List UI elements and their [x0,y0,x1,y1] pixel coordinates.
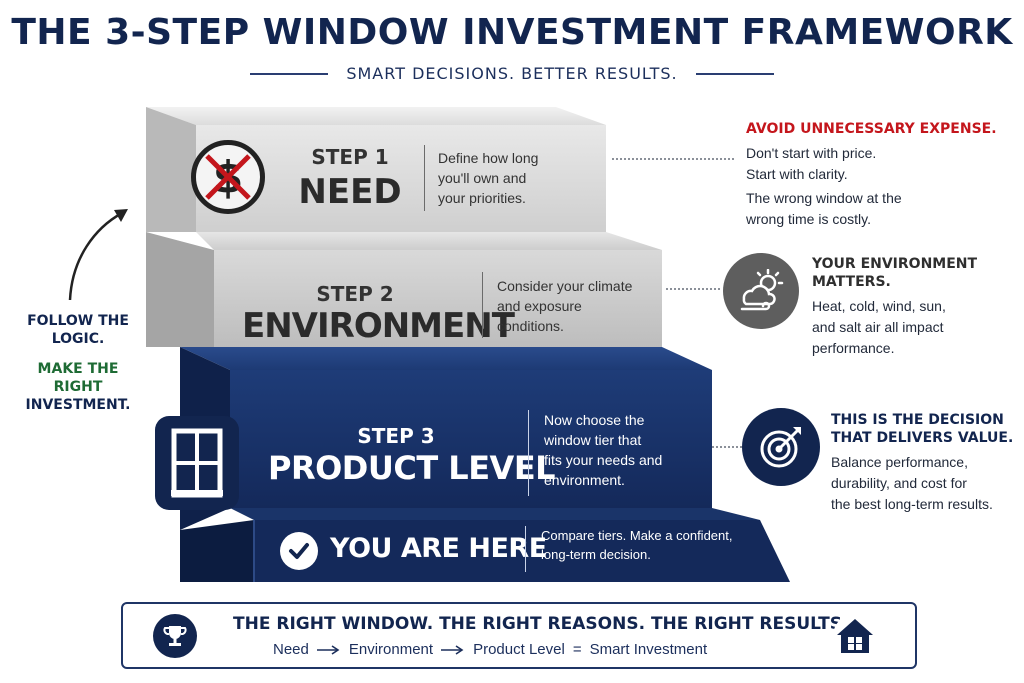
arrow-right-icon [316,644,340,655]
step2-kicker: STEP 2 [316,282,394,306]
flow-product-level: Product Level [473,641,565,658]
window-icon [171,428,223,498]
step1-top-face [146,107,606,125]
step3-front-face [230,370,712,508]
step1-divider [424,145,425,211]
page-subtitle: SMART DECISIONS. BETTER RESULTS. [346,64,678,83]
step3-description: Now choose the window tier that fits you… [544,412,663,488]
summary-headline: THE RIGHT WINDOW. THE RIGHT REASONS. THE… [233,614,849,634]
base-left-face [180,520,254,582]
connector-step2 [666,288,720,290]
flow-need: Need [273,641,309,658]
no-dollar-icon: $ [191,140,265,214]
page-title: THE 3-STEP WINDOW INVESTMENT FRAMEWORK [11,12,1013,53]
step3-divider [528,410,529,496]
house-icon [833,614,877,658]
flow-environment: Environment [348,641,434,658]
subtitle-divider-right [695,72,774,75]
you-are-here-description: Compare tiers. Make a confident, long-te… [541,528,733,562]
base-top-face [230,508,760,520]
step3-top-face [180,347,712,370]
you-are-here-label: YOU ARE HERE [330,533,547,564]
flow-smart-investment: Smart Investment [589,641,708,658]
connector-step3 [712,446,746,448]
step3-kicker: STEP 3 [357,424,435,448]
target-icon [742,408,820,486]
step2-divider [482,272,483,338]
step2-left-face [146,232,214,347]
step1-left-face [146,107,196,232]
step2-description: Consider your climate and exposure condi… [497,278,633,334]
follow-arrow-head [114,209,128,222]
step2-front-face [214,250,662,347]
callout2-heading: YOUR ENVIRONMENT MATTERS. [812,256,978,290]
make-investment-note: MAKE THE RIGHT INVESTMENT. [25,361,131,413]
summary-flow: Need Environment Product Level = Smart I… [273,641,753,658]
window-icon-badge [155,416,239,510]
callout2-text: Heat, cold, wind, sun, and salt air all … [812,298,946,356]
step2-top-face [196,232,662,250]
callout1-heading: AVOID UNNECESSARY EXPENSE. [746,121,997,137]
checkmark-icon [280,532,318,570]
flow-equals: = [572,641,582,658]
subtitle-divider-left [250,72,329,75]
follow-logic-note: FOLLOW THE LOGIC. [27,313,129,347]
step2-name: ENVIRONMENT [242,306,515,346]
connector-step1 [612,158,734,160]
summary-box: THE RIGHT WINDOW. THE RIGHT REASONS. THE… [121,602,917,669]
step1-name: NEED [298,172,402,212]
step1-kicker: STEP 1 [311,145,389,169]
callout3-heading: THIS IS THE DECISION THAT DELIVERS VALUE… [831,412,1014,446]
arrow-right-icon [441,644,464,655]
trophy-icon [153,614,197,658]
subtitle-row: SMART DECISIONS. BETTER RESULTS. [0,64,1024,83]
step1-description: Define how long you'll own and your prio… [438,150,539,206]
you-are-here-divider [525,526,526,572]
base-front-face [254,520,790,582]
follow-arrow [68,211,123,301]
callout3-text: Balance performance, durability, and cos… [831,454,993,512]
step3-name: PRODUCT LEVEL [268,449,556,487]
weather-icon [723,253,799,329]
callout1-text: Don't start with price. Start with clari… [746,145,902,227]
